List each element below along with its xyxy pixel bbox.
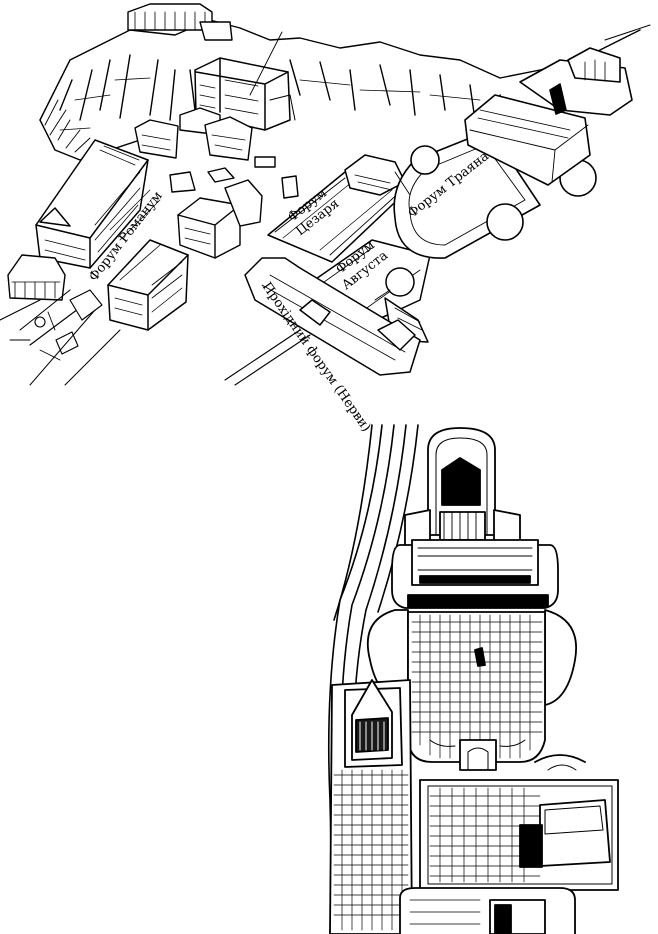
temple-of-trajan-plan	[404, 427, 521, 549]
augustus-court-grid	[333, 769, 409, 931]
basilica-aemilia	[107, 239, 189, 331]
temple-cluster	[134, 107, 299, 199]
leader-lines	[249, 31, 411, 301]
basilica-julia	[35, 139, 149, 269]
forum-romanum-ground	[0, 189, 161, 386]
augustus-forum-plan	[329, 679, 413, 934]
nerva-forum-plan	[399, 887, 576, 934]
bottom-illustration-trajan-forum-plan	[327, 424, 619, 934]
caesar-forum-plan	[419, 754, 619, 891]
basilica-ulpia-plan	[391, 539, 559, 609]
forum-of-trajan	[393, 24, 651, 259]
caesar-court-grid	[429, 787, 541, 883]
temple-of-caesar	[7, 254, 66, 301]
forum-of-caesar	[267, 154, 411, 263]
top-illustration-roman-fora: Форум Романум Форум Цезаря Форум Августа…	[0, 3, 651, 435]
curia	[177, 179, 263, 259]
trajan-great-court	[366, 609, 577, 771]
capitol-temple	[127, 3, 233, 41]
forum-of-nerva	[224, 257, 421, 386]
